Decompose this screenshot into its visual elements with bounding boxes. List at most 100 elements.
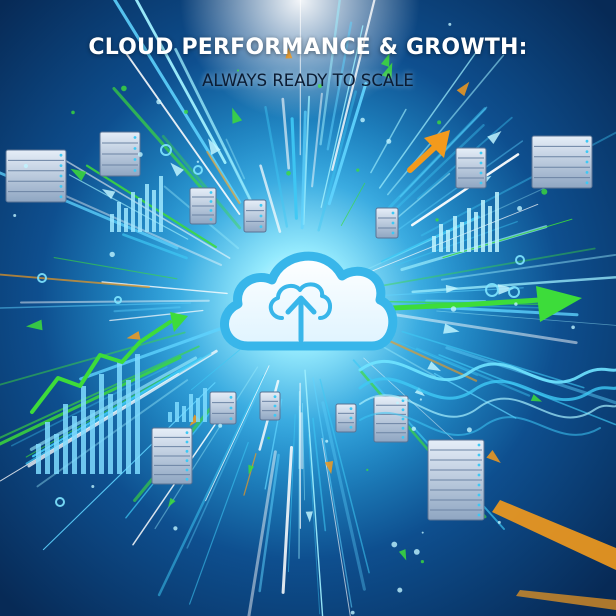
bar-mark xyxy=(203,388,207,422)
bar-mark xyxy=(110,214,114,232)
bar-chart-icon xyxy=(432,192,499,252)
light-ray xyxy=(0,331,186,386)
server-led xyxy=(477,503,481,507)
server-rack-icon xyxy=(455,147,487,189)
light-ray xyxy=(264,105,289,228)
server-rack-icon xyxy=(259,391,281,421)
server-led xyxy=(259,203,263,207)
light-ray xyxy=(410,153,520,227)
growth-arrow-icon xyxy=(208,138,221,156)
growth-arrow-icon xyxy=(101,189,116,200)
server-led xyxy=(479,161,483,165)
server-led xyxy=(349,407,353,411)
bar-chart-icon xyxy=(168,388,207,422)
bar-mark xyxy=(126,380,131,474)
ring-dot xyxy=(55,497,65,507)
spark-dot xyxy=(448,22,452,26)
light-ray xyxy=(377,335,478,382)
bar-mark xyxy=(45,422,50,474)
server-rack-icon xyxy=(375,207,399,239)
light-ray xyxy=(420,131,616,237)
green-arrow-right-shaft xyxy=(389,297,543,311)
growth-arrow-icon xyxy=(170,312,188,332)
server-led xyxy=(259,214,263,218)
light-ray xyxy=(319,0,341,146)
light-ray xyxy=(442,218,573,259)
spark-dot xyxy=(218,423,223,428)
bar-mark xyxy=(460,222,464,252)
server-led xyxy=(229,406,233,410)
light-ray xyxy=(101,281,228,295)
light-ray xyxy=(436,310,616,326)
spark-dot xyxy=(317,84,322,88)
spark-dot xyxy=(397,587,403,593)
bar-mark xyxy=(72,416,77,474)
light-ray xyxy=(259,164,282,233)
spark-dot xyxy=(173,526,178,531)
server-body xyxy=(243,199,267,233)
bar-mark xyxy=(117,362,122,474)
server-rack-icon xyxy=(243,199,267,233)
growth-arrow-icon xyxy=(487,130,502,145)
light-ray xyxy=(386,54,505,196)
bar-mark xyxy=(152,190,156,232)
growth-arrow-icon xyxy=(456,81,470,97)
light-ray xyxy=(312,377,353,608)
growth-arrow-icon xyxy=(381,62,393,79)
growth-arrow-icon xyxy=(398,549,407,561)
bar-mark xyxy=(446,230,450,252)
light-ray xyxy=(378,52,477,189)
server-led xyxy=(185,459,189,463)
spark-dot xyxy=(360,117,365,123)
spark-dot xyxy=(13,214,17,217)
light-ray xyxy=(0,373,179,482)
light-ray xyxy=(85,164,217,248)
server-led xyxy=(133,158,137,161)
light-ray xyxy=(415,347,531,397)
server-led xyxy=(209,209,213,212)
server-led xyxy=(273,404,277,408)
server-led xyxy=(477,473,481,477)
server-led xyxy=(585,171,589,174)
bar-mark xyxy=(168,412,172,422)
light-ray xyxy=(327,82,368,206)
light-ray xyxy=(281,97,291,170)
server-led xyxy=(585,181,589,185)
data-wave-icon xyxy=(358,359,616,436)
server-led xyxy=(401,417,405,421)
bar-mark xyxy=(54,434,59,474)
growth-arrow-icon xyxy=(380,53,390,67)
bar-mark xyxy=(63,404,68,474)
server-body xyxy=(259,391,281,421)
light-ray xyxy=(381,311,578,345)
spark-dot xyxy=(267,436,270,440)
light-ray xyxy=(25,374,171,458)
server-led xyxy=(391,231,395,235)
spark-dot xyxy=(437,120,442,125)
light-ray xyxy=(300,412,304,470)
bar-mark xyxy=(36,444,41,474)
spark-dot xyxy=(420,560,424,564)
server-led xyxy=(479,151,483,155)
light-ray xyxy=(79,327,222,381)
light-ray xyxy=(320,25,364,208)
server-led xyxy=(477,513,481,517)
light-ray xyxy=(0,345,200,439)
spark-dot xyxy=(517,206,523,211)
light-ray xyxy=(340,182,366,226)
light-ray xyxy=(383,107,487,214)
title-block: CLOUD PERFORMANCE & GROWTH: ALWAYS READY… xyxy=(0,34,616,94)
ring-dot xyxy=(515,255,525,265)
growth-arrow-icon xyxy=(305,511,313,523)
light-ray xyxy=(281,446,293,594)
growth-arrow-icon xyxy=(285,47,293,59)
bar-mark xyxy=(99,374,104,474)
light-ray xyxy=(206,151,241,205)
light-ray xyxy=(331,0,376,171)
server-led xyxy=(59,153,63,157)
server-led xyxy=(209,218,213,221)
growth-arrow-icon xyxy=(70,168,87,181)
server-led xyxy=(401,408,405,412)
